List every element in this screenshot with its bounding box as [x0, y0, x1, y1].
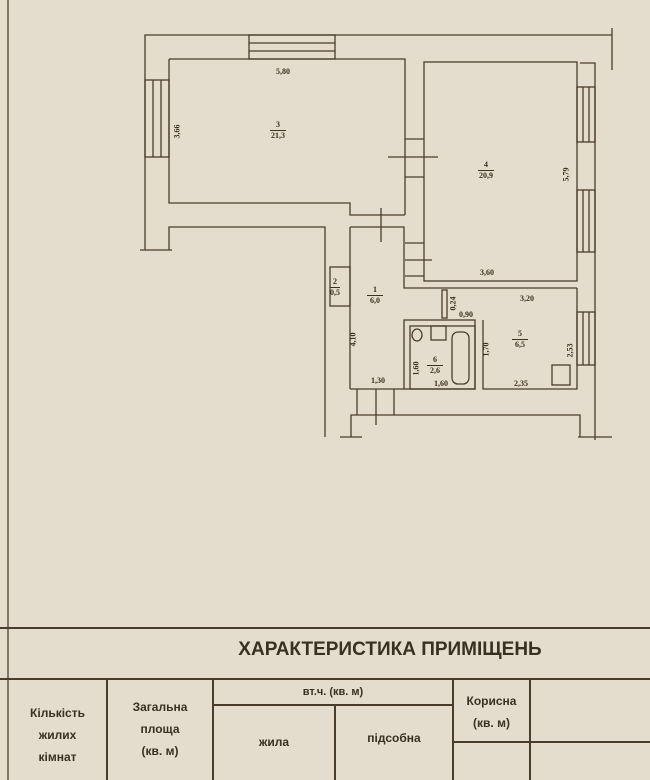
header-text: (кв. м): [141, 744, 179, 758]
table-title: ХАРАКТЕРИСТИКА ПРИМІЩЕНЬ: [238, 639, 542, 660]
header-useful-area: Корисна (кв. м): [453, 690, 530, 734]
dim-label: 4,10: [348, 332, 358, 347]
header-text: кімнат: [38, 750, 77, 764]
dim-label: 1,70: [481, 342, 491, 357]
dim-label: 2,35: [514, 379, 528, 388]
header-text: площа: [140, 722, 180, 736]
dim-label: 5,80: [276, 67, 290, 76]
dim-label: 0,24: [448, 296, 458, 311]
header-living: жила: [258, 735, 290, 749]
header-text: Загальна: [132, 700, 188, 714]
header-auxiliary: підсобна: [367, 731, 421, 745]
header-text: (кв. м): [473, 716, 510, 730]
header-text: Корисна: [466, 694, 517, 708]
header-text: Кількість: [30, 706, 85, 720]
dim-label: 1,60: [434, 379, 448, 388]
header-including: вт.ч. (кв. м): [302, 686, 364, 698]
dim-label: 1,60: [411, 361, 421, 376]
header-total-area: Загальна площа (кв. м): [107, 696, 213, 762]
header-room-count: Кількість жилих кімнат: [8, 702, 107, 768]
dim-label: 2,53: [565, 343, 575, 358]
header-text: жилих: [38, 728, 77, 742]
dim-label: 5,79: [561, 167, 571, 182]
dim-label: 0,90: [459, 310, 473, 319]
dim-label: 3,66: [172, 124, 182, 139]
dim-label: 3,20: [520, 294, 534, 303]
dim-label: 1,30: [371, 376, 385, 385]
dim-label: 3,60: [480, 268, 494, 277]
